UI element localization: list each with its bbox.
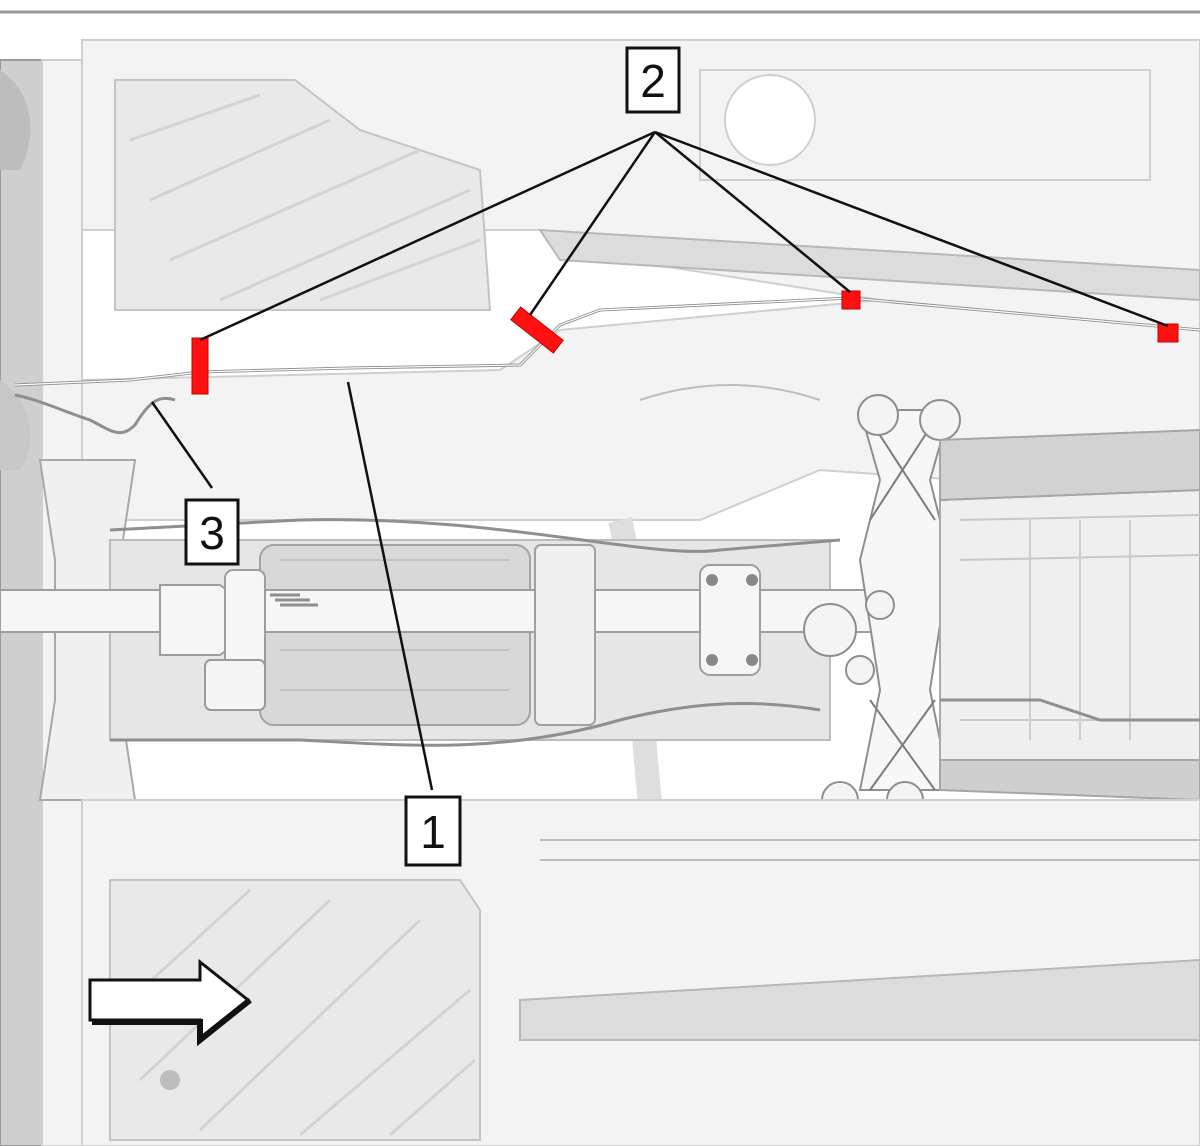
brake-lines: [14, 296, 1200, 747]
callout-3-label: 3: [199, 507, 225, 559]
callout-3: 3: [184, 498, 240, 566]
red-clips: [191, 290, 1179, 395]
lower-floor-pan: [81, 799, 1200, 1146]
transmission-bracket: [803, 394, 961, 819]
front-direction-arrow-icon: [88, 958, 252, 1047]
transmission-housing: [939, 428, 1200, 802]
clip-2: [510, 306, 564, 354]
center-bearing: [534, 544, 596, 726]
callout-1: 1: [404, 795, 462, 867]
callout-1-label: 1: [420, 806, 446, 858]
callout-2: 2: [625, 46, 681, 114]
clip-4: [1157, 323, 1179, 343]
callout-2-label: 2: [640, 55, 666, 107]
leader-lines: [150, 130, 1169, 791]
clip-1: [191, 337, 209, 395]
clip-3: [841, 290, 861, 310]
upper-floor-pan: [81, 39, 1200, 332]
driveline-area: [0, 539, 1001, 741]
